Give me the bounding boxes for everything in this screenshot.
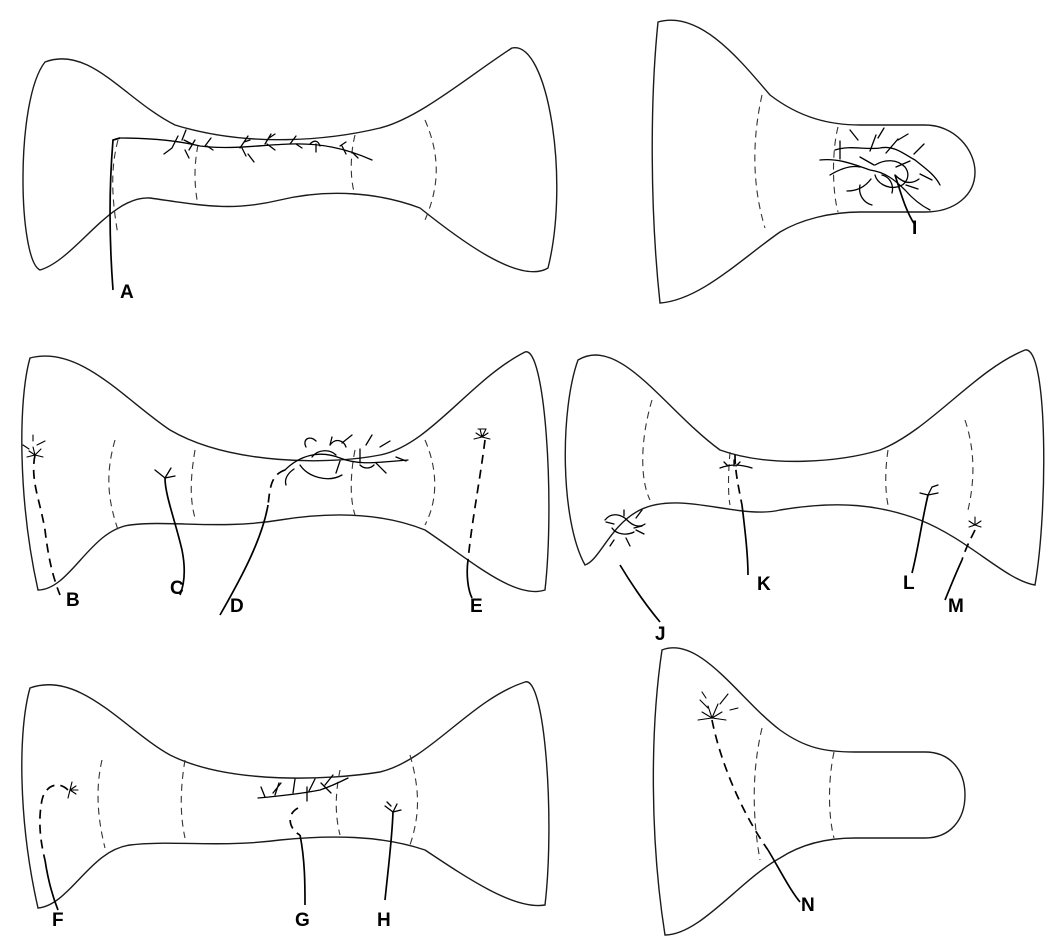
neuron-m-arbor (969, 517, 981, 527)
neuron-j-arbor (605, 510, 645, 546)
label-b: B (66, 590, 80, 611)
ganglion-panel-a (23, 48, 557, 290)
neuron-a-arbor (120, 130, 372, 162)
neuron-b-arbor (23, 435, 45, 457)
label-a: A (120, 282, 134, 303)
ganglion-panel-f-h (22, 682, 549, 910)
neuron-c-arbor (155, 468, 175, 478)
label-f: F (52, 910, 64, 931)
ganglion-panel-j-m (565, 350, 1043, 622)
label-m: M (948, 596, 964, 617)
label-k: K (757, 574, 771, 595)
ganglion-panel-n (653, 648, 965, 935)
neuron-f-arbor (68, 782, 78, 798)
neuron-n-arbor (698, 692, 738, 720)
ganglion-panel-i (652, 20, 975, 303)
neuron-g-arbor (258, 775, 348, 801)
neuron-l-arbor (920, 485, 938, 495)
neuron-d-arbor (285, 435, 408, 485)
label-l: L (903, 573, 915, 594)
label-c: C (170, 578, 184, 599)
label-j: J (655, 624, 666, 645)
label-d: D (230, 596, 244, 617)
label-i: I (912, 218, 917, 239)
neuron-e-arbor (474, 429, 490, 439)
neuron-i-arbor (820, 128, 940, 210)
label-e: E (470, 596, 483, 617)
label-n: N (801, 895, 815, 916)
label-h: H (377, 910, 391, 931)
label-g: G (295, 910, 310, 931)
neuron-h-arbor (385, 802, 401, 812)
